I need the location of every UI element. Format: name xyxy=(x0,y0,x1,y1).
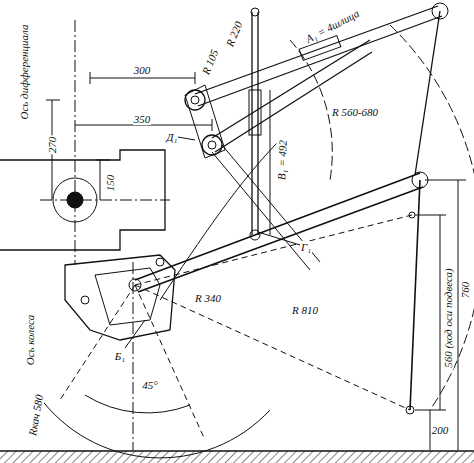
dimension-label: A₁ = 4шлица xyxy=(302,6,361,45)
dimension-label: 350 xyxy=(133,113,152,125)
dimension-label: Ось колеса xyxy=(24,314,36,366)
dimension-label: 150 xyxy=(104,174,116,193)
bracket-bolt xyxy=(81,296,89,304)
leader-line xyxy=(125,137,300,348)
lift-rod-top xyxy=(251,8,259,16)
dimension-label: 270 xyxy=(46,136,58,155)
angle-arc xyxy=(85,395,190,413)
swing-arc xyxy=(290,40,332,180)
dimension-label: В₁ = 492 xyxy=(275,139,289,181)
ground-hatch xyxy=(0,451,474,463)
lift-rod-screw xyxy=(249,90,261,135)
differential-axis-line xyxy=(40,200,170,201)
ground-line xyxy=(0,450,474,452)
dimension-label: Б₁ xyxy=(114,350,126,362)
lift-rod xyxy=(252,12,258,235)
dimension-label: 760 xyxy=(459,281,471,300)
differential-axis-line xyxy=(75,20,76,265)
dimension-label: 300 xyxy=(133,64,152,76)
swing-arc xyxy=(390,25,474,410)
dimension-label: R 340 xyxy=(194,292,222,304)
dimension-label: Rкач 580 xyxy=(26,393,45,438)
dimension-label: 560 (ход оси подвеса) xyxy=(442,267,454,369)
adjusting-brace xyxy=(212,145,320,270)
dimension-label: Д₁ xyxy=(166,131,179,143)
dimension-label: 45° xyxy=(141,379,158,391)
bracket-bolt xyxy=(156,258,164,266)
lower-bracket xyxy=(65,255,175,340)
wheel-arc xyxy=(38,395,270,458)
dimension-label: R 105 xyxy=(199,47,221,77)
lift-rod-joint xyxy=(250,230,260,240)
dimension-label: Г₁ xyxy=(300,241,312,253)
dimension-label: R 560-680 xyxy=(331,106,379,118)
dimension-line xyxy=(270,90,271,235)
lift-arm-pivot-center xyxy=(208,141,216,149)
lift-arm xyxy=(212,40,372,152)
dimension-label: R 810 xyxy=(291,304,319,316)
implement-frame-rod xyxy=(415,11,440,175)
construction-line xyxy=(60,215,412,440)
lift-shaft-center xyxy=(191,96,199,104)
dimension-label: Ось дифференциала xyxy=(18,24,30,121)
dimension-line xyxy=(46,100,60,200)
lift-arm-plate xyxy=(185,85,225,158)
dimension-label: R 220 xyxy=(223,19,245,49)
dimension-label: 200 xyxy=(431,424,450,436)
upper-link xyxy=(195,6,442,106)
lift-link-curve xyxy=(160,140,280,300)
